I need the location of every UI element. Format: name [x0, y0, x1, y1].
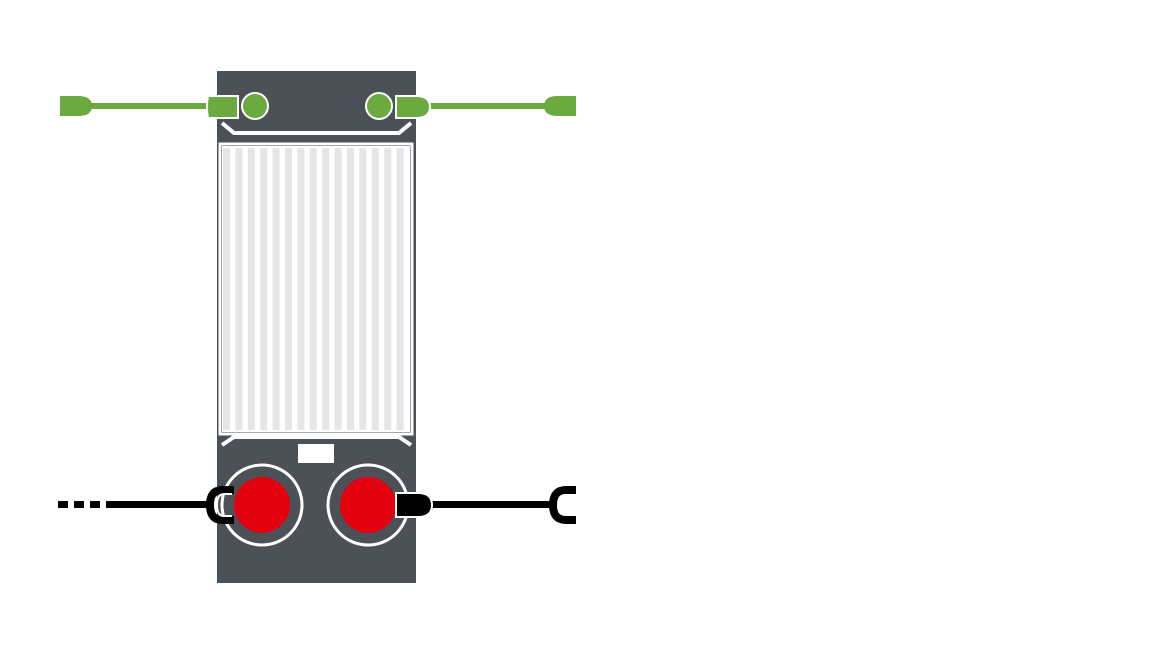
signal-plug-right	[395, 492, 434, 518]
grille-stripe	[235, 148, 243, 430]
grille-stripe	[297, 148, 305, 430]
c-clip-right	[548, 486, 576, 524]
ground-screw-left	[241, 92, 269, 120]
c-clip-left-inner	[215, 493, 232, 517]
signal-cable-right	[428, 486, 576, 524]
ventilation-grille	[222, 146, 410, 432]
grille-stripe	[347, 148, 354, 430]
grille-stripe	[309, 148, 317, 430]
output-socket-left	[205, 463, 304, 547]
grille-stripe	[247, 148, 255, 430]
ground-cable-right	[428, 96, 576, 116]
grille-stripe	[359, 148, 367, 430]
top-separator	[220, 121, 413, 135]
grille-stripe	[285, 148, 292, 430]
socket-ring-left	[220, 463, 304, 547]
ground-terminal-right	[365, 92, 432, 120]
label-plate	[298, 444, 334, 463]
signal-cable-left	[58, 501, 210, 508]
grille-stripe	[260, 148, 268, 430]
ground-plug-left	[206, 95, 239, 119]
bottom-separator	[220, 435, 413, 447]
ground-plug-right	[395, 95, 432, 119]
output-socket-right	[326, 463, 434, 547]
cable-dash-3	[90, 501, 100, 508]
grille-stripe	[384, 148, 392, 430]
ground-terminal-left	[206, 92, 269, 120]
ground-screw-right	[365, 92, 393, 120]
grille-stripe	[396, 148, 404, 430]
cable-dash-1	[58, 501, 68, 508]
ground-cable-left	[60, 96, 212, 116]
grille-stripe	[272, 148, 280, 430]
socket-core-right	[340, 477, 396, 533]
socket-core-left	[234, 477, 290, 533]
cable-dash-2	[74, 501, 84, 508]
ground-plug-end-left	[60, 96, 92, 116]
grille-stripe	[334, 148, 342, 430]
grille-stripe	[223, 148, 230, 430]
c-clip-left	[205, 486, 234, 524]
grille-stripe	[371, 148, 379, 430]
grille-stripe	[322, 148, 330, 430]
ground-plug-end-right	[544, 96, 576, 116]
grille-frame	[218, 142, 414, 436]
